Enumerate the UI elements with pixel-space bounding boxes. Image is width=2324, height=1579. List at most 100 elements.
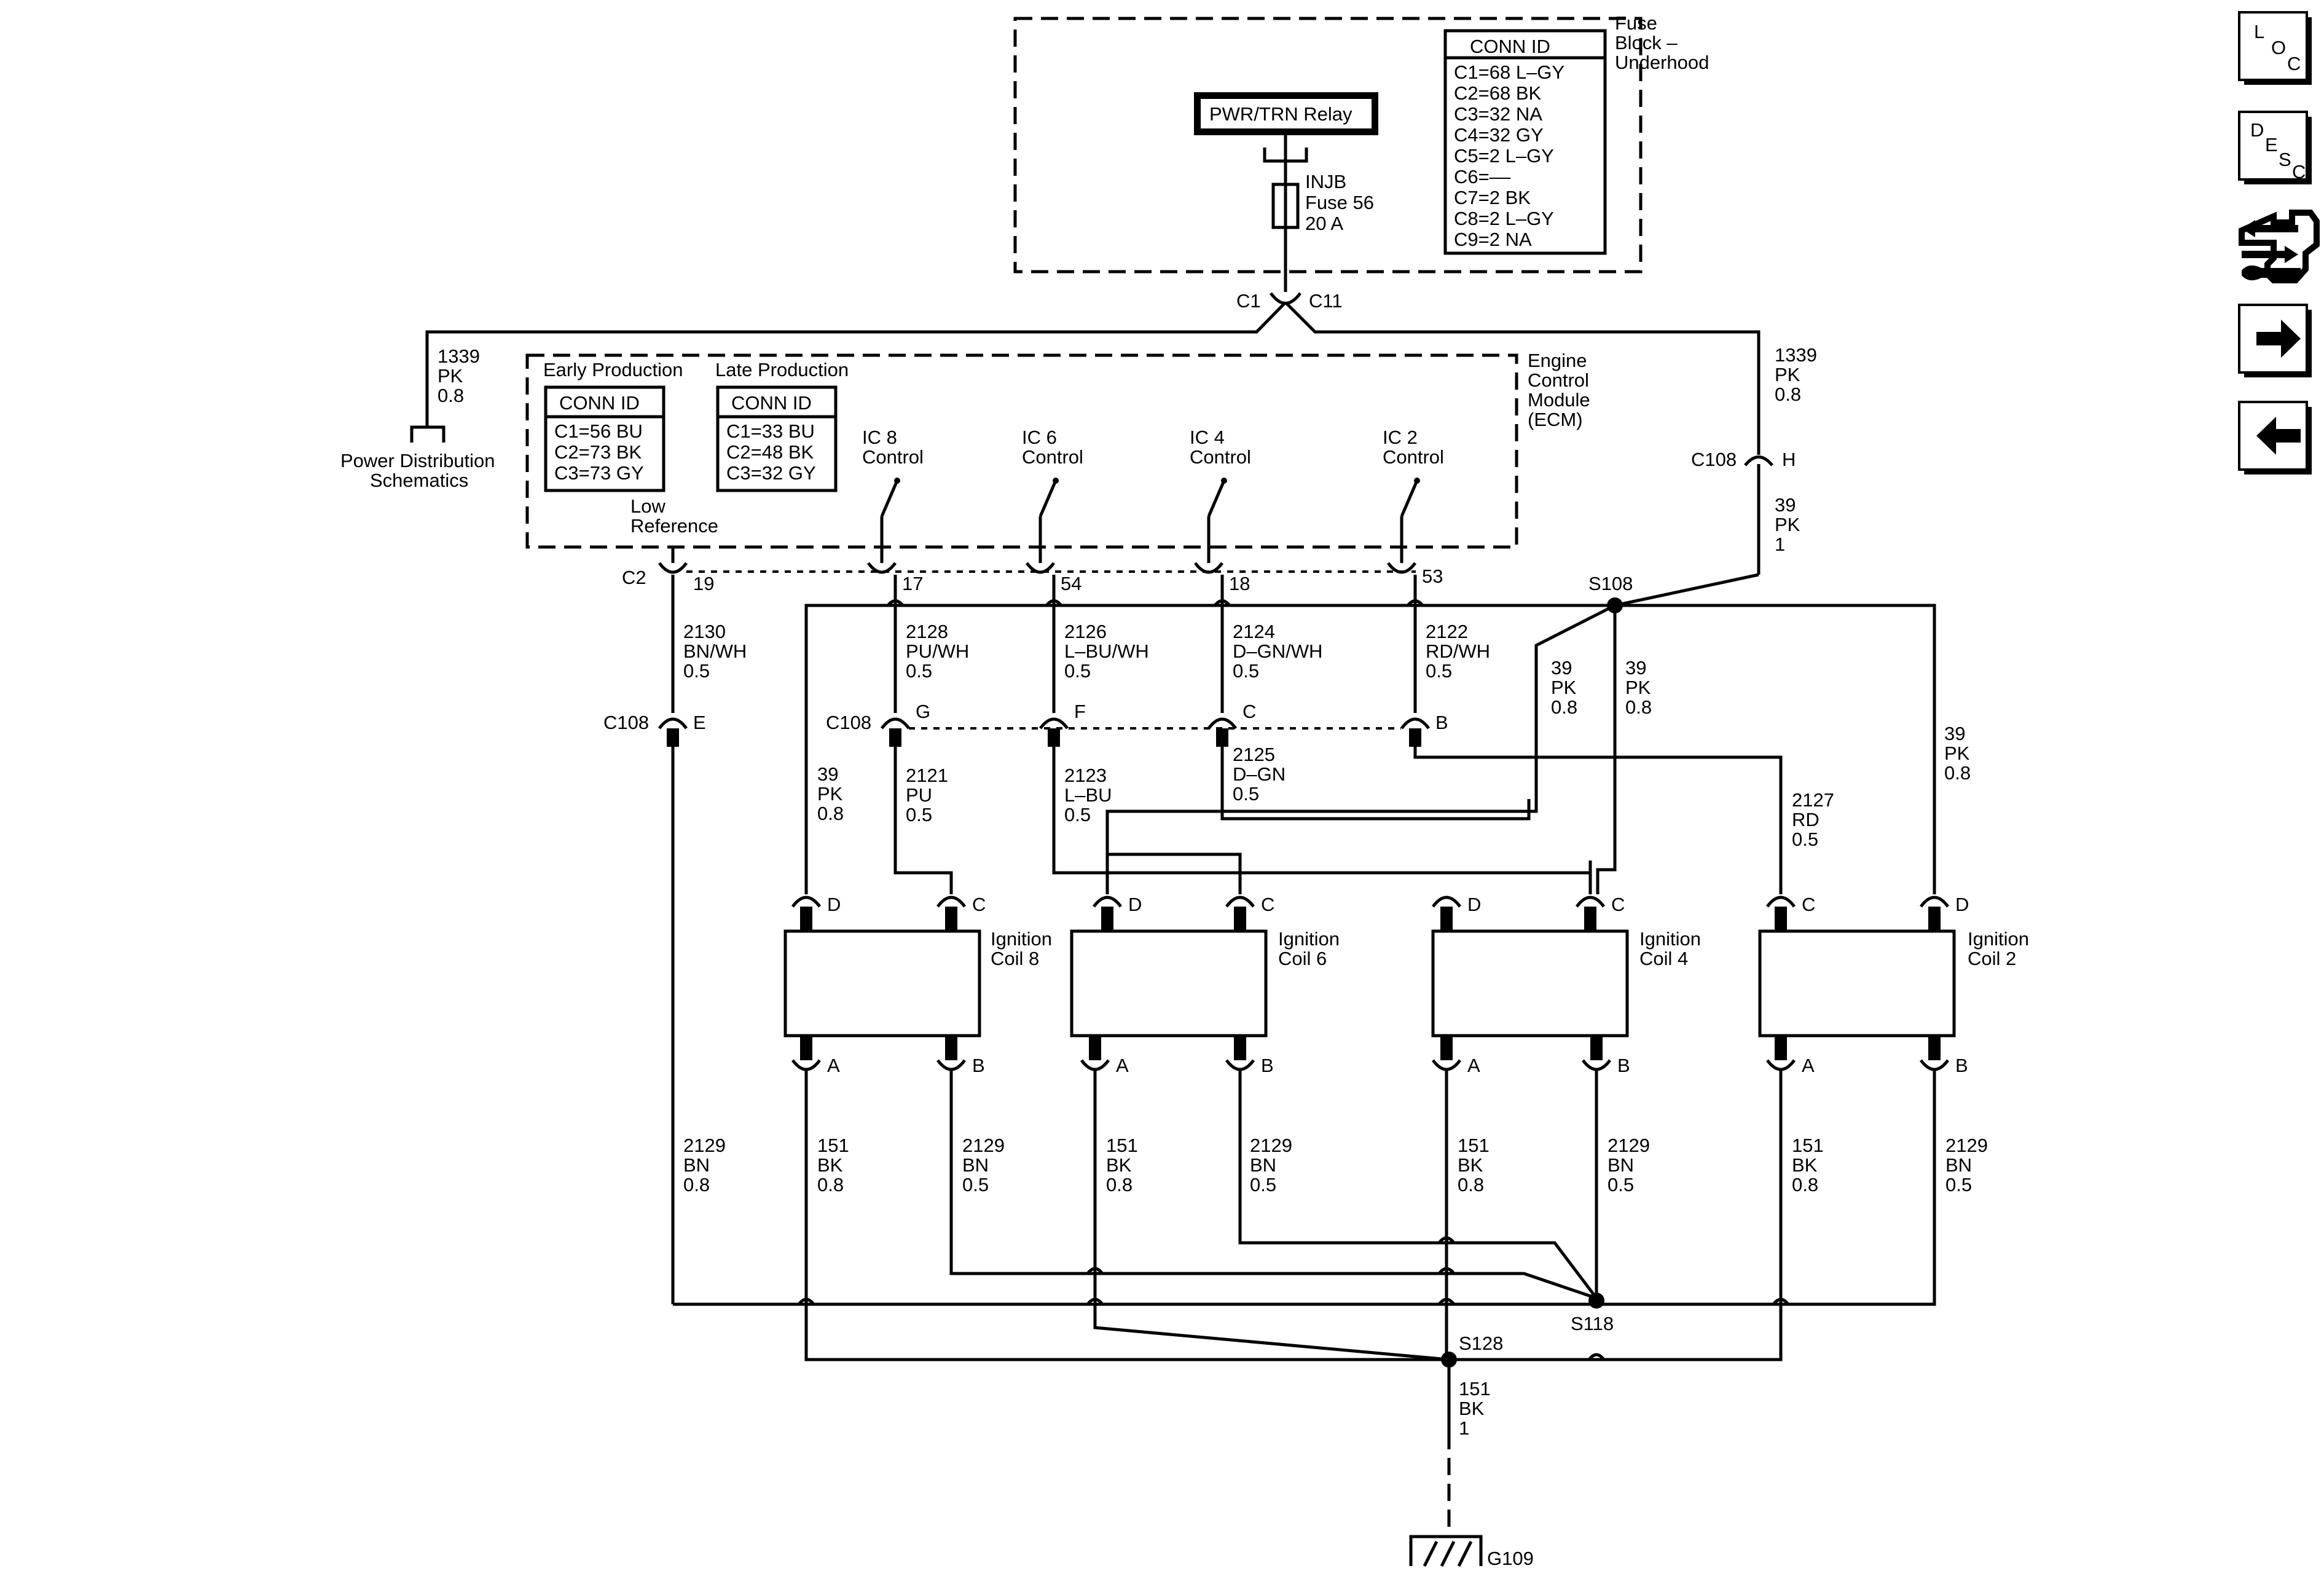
gnd-wire-7-3: 0.5	[1608, 1174, 1634, 1195]
loc-o: O	[2271, 37, 2286, 58]
fuse-label-2: Fuse 56	[1305, 192, 1374, 213]
ignition-coil-4	[1431, 929, 1629, 1038]
coil-8-pin-b: B	[972, 1055, 985, 1076]
ecm-name-4: (ECM)	[1528, 409, 1583, 430]
ecm-name-2: Control	[1528, 369, 1589, 391]
ecm-late-c3: C3=32 GY	[726, 462, 816, 484]
lower-wires: 2121 PU 0.5 2123 L–BU 0.5 2125 D–GN 0.5 …	[671, 744, 1834, 1304]
gnd-wire-2-3: 0.8	[817, 1174, 844, 1195]
gnd-wire-9-3: 0.5	[1945, 1174, 1972, 1195]
power-distribution-wire: 1339 PK 0.8 Power Distribution Schematic…	[340, 345, 495, 491]
ground-wiring: S118 S128 2129 BN 0.8 151 BK 0.8 2129 BN…	[673, 1069, 1988, 1569]
gnd-wire-4-3: 0.8	[1106, 1174, 1133, 1195]
gnd-wire-2-2: BK	[817, 1154, 843, 1176]
relay-box	[1201, 99, 1372, 128]
wire-2127-3: 0.5	[1792, 829, 1818, 850]
loc-l: L	[2254, 21, 2264, 42]
desc-c: C	[2292, 161, 2306, 183]
nav-next-button[interactable]	[2238, 304, 2312, 377]
ic8-label-2: Control	[862, 446, 924, 468]
ground-symbol-icon	[1409, 1535, 1483, 1567]
wire-2121-1: 2121	[906, 765, 948, 786]
right-wire-label-3: 0.8	[1775, 384, 1801, 405]
wire-2126-1: 2126	[1064, 621, 1107, 642]
ignition-coil-6	[1070, 929, 1268, 1038]
coil-4-pin-b: B	[1617, 1055, 1630, 1076]
ecm-pin-53: 53	[1422, 565, 1443, 587]
ignition-coil-2	[1758, 929, 1956, 1038]
coil-2-pin-b: B	[1955, 1055, 1968, 1076]
connector-wrench-icon[interactable]	[2239, 210, 2320, 283]
pk-wire-4-3: 0.8	[817, 803, 844, 824]
loc-c: C	[2287, 53, 2301, 74]
top-conn-left: C1	[1236, 290, 1261, 312]
pk-wire-2-3: 0.8	[1625, 696, 1652, 718]
gnd-wire-1-3: 0.8	[683, 1174, 710, 1195]
coils: Ignition Coil 8 Ignition Coil 6 Ignition…	[783, 853, 2029, 1076]
ecm-name-3: Module	[1528, 389, 1590, 411]
c108-connector: C108 C108 E G F C B	[603, 701, 1448, 747]
ecm-low-ref-2: Reference	[630, 515, 718, 537]
left-wire-label-1: 1339	[438, 345, 480, 367]
nav-desc-button[interactable]: D E S C	[2238, 111, 2312, 184]
coil-8-name-2: Coil 8	[991, 948, 1039, 969]
nav-loc-button[interactable]: L O C	[2238, 11, 2312, 85]
wire-2122-2: RD/WH	[1426, 640, 1490, 662]
ecm-early-conn-title: CONN ID	[559, 392, 640, 414]
gnd-wire-6-1: 151	[1458, 1135, 1490, 1156]
pk-wire-1-3: 0.8	[1551, 696, 1577, 718]
gnd-wire-3-3: 0.5	[962, 1174, 989, 1195]
wire-2130-2: BN/WH	[683, 640, 747, 662]
nav-back-button[interactable]	[2238, 401, 2312, 474]
gnd-wire-1-1: 2129	[683, 1135, 726, 1156]
ecm-late-c1: C1=33 BU	[726, 420, 815, 442]
coil-4-name-2: Coil 4	[1639, 948, 1688, 969]
wire-2123-3: 0.5	[1064, 804, 1091, 825]
gnd-wire-6-2: BK	[1458, 1154, 1483, 1176]
c108-row-label: C108	[826, 712, 871, 733]
ecm-early-c3: C3=73 GY	[554, 462, 644, 484]
coil-8-pin-a: A	[827, 1055, 840, 1076]
pk-wire-3-3: 0.8	[1944, 762, 1971, 784]
gnd-wire-7-2: BN	[1608, 1154, 1634, 1176]
ecm-late-table	[716, 385, 838, 492]
ecm-early-table	[544, 385, 665, 492]
ic2-label-1: IC 2	[1383, 427, 1418, 448]
g109-wire-3: 1	[1459, 1417, 1469, 1439]
coil-6-pin-d: D	[1128, 894, 1142, 915]
coil-2-pin-a: A	[1802, 1055, 1815, 1076]
wire-2121-3: 0.5	[906, 804, 932, 825]
g109-wire-2: BK	[1459, 1398, 1485, 1419]
fuse-block-conn-title: CONN ID	[1470, 36, 1550, 57]
wire-2130-1: 2130	[683, 621, 726, 642]
c108-pin-f: F	[1074, 701, 1086, 722]
right-wire-label-2: PK	[1775, 364, 1800, 385]
gnd-wire-8-1: 151	[1792, 1135, 1824, 1156]
wire-2124-3: 0.5	[1233, 660, 1259, 682]
gnd-wire-7-1: 2129	[1608, 1135, 1650, 1156]
ignition-coil-8	[783, 929, 981, 1038]
c108-pin-b: B	[1435, 712, 1448, 733]
s108-label: S108	[1588, 573, 1633, 594]
fuse-conn-c5: C5=2 L–GY	[1454, 145, 1554, 167]
right-wire-label-1: 1339	[1775, 344, 1817, 366]
coil-2-pin-c: C	[1802, 894, 1815, 915]
coil-6-pin-b: B	[1261, 1055, 1274, 1076]
ic4-label-2: Control	[1190, 446, 1251, 468]
fuse-block-outline	[1013, 17, 1643, 274]
wire-2125-1: 2125	[1233, 744, 1275, 765]
g109-wire-1: 151	[1459, 1378, 1491, 1400]
wire-2123-2: L–BU	[1064, 784, 1112, 806]
coil-4-name-1: Ignition	[1639, 928, 1701, 950]
wire-2122-1: 2122	[1426, 621, 1468, 642]
pk-wire-3-2: PK	[1944, 742, 1970, 764]
ecm-pin-19: 19	[693, 573, 714, 594]
ecm-low-ref-1: Low	[630, 495, 665, 517]
arrow-right-icon	[2256, 320, 2301, 358]
pk-wire-4-2: PK	[817, 783, 843, 805]
coil-6-pin-c: C	[1261, 894, 1274, 915]
fuse-block-name-1: Fuse	[1615, 12, 1657, 34]
ecm-pin-54: 54	[1061, 573, 1082, 594]
ic6-label-2: Control	[1022, 446, 1083, 468]
fuse-block-name-2: Block –	[1615, 32, 1678, 53]
